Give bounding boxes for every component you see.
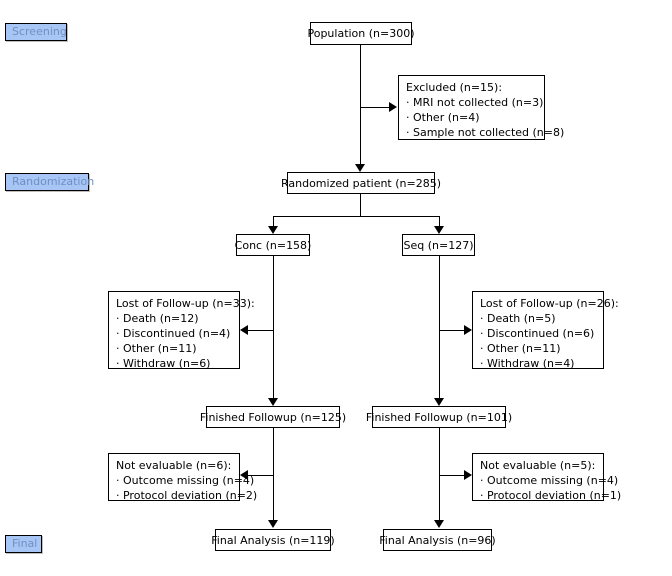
arrowhead-to-seq: [434, 226, 444, 234]
node-arm-seq[interactable]: Seq (n=127): [402, 234, 475, 256]
node-population[interactable]: Population (n=300): [307, 22, 415, 45]
node-noteval-left-heading: Not evaluable (n=6):: [116, 459, 232, 472]
connector-to-seq: [439, 216, 440, 226]
arrowhead-to-finished-right: [434, 398, 444, 406]
connector-seq-to-lost-right: [439, 330, 464, 331]
arrowhead-to-noteval-right: [464, 470, 472, 480]
node-lost-right-item-3: · Withdraw (n=4): [480, 357, 575, 370]
connector-to-noteval-left: [248, 475, 273, 476]
connector-finished-left-trunk: [273, 428, 274, 520]
arrowhead-to-final-right: [434, 520, 444, 528]
node-excluded-item-2: · Sample not collected (n=8): [406, 126, 565, 139]
arrowhead-to-excluded: [389, 102, 397, 112]
node-excluded-item-0: · MRI not collected (n=3): [406, 96, 544, 109]
node-lost-left-item-2: · Other (n=11): [116, 342, 197, 355]
arrowhead-to-randomized: [355, 164, 365, 172]
connector-to-noteval-right: [439, 475, 464, 476]
node-noteval-right-heading: Not evaluable (n=5):: [480, 459, 596, 472]
stage-label-final: Final: [5, 535, 42, 553]
connector-randomized-trunk: [360, 193, 361, 216]
node-lost-followup-left[interactable]: Lost of Follow-up (n=33): · Death (n=12)…: [108, 291, 255, 370]
node-final-analysis-left[interactable]: Final Analysis (n=119): [211, 529, 335, 551]
node-lost-left-heading: Lost of Follow-up (n=33):: [116, 297, 255, 310]
node-excluded-item-1: · Other (n=4): [406, 111, 480, 124]
node-lost-followup-right[interactable]: Lost of Follow-up (n=26): · Death (n=5) …: [472, 291, 619, 370]
connector-seq-trunk: [439, 256, 440, 398]
node-excluded[interactable]: Excluded (n=15): · MRI not collected (n=…: [398, 75, 565, 140]
connector-to-conc: [273, 216, 274, 226]
node-lost-right-heading: Lost of Follow-up (n=26):: [480, 297, 619, 310]
node-arm-conc[interactable]: Conc (n=158): [235, 234, 311, 256]
connector-conc-to-lost-left: [248, 330, 273, 331]
connector-arm-split: [273, 216, 439, 217]
node-noteval-left-item-1: · Protocol deviation (n=2): [116, 489, 258, 502]
node-lost-right-item-2: · Other (n=11): [480, 342, 561, 355]
connector-conc-trunk: [273, 256, 274, 398]
node-not-evaluable-left[interactable]: Not evaluable (n=6): · Outcome missing (…: [108, 453, 258, 502]
stage-label-randomization: Randomization: [5, 173, 94, 191]
stage-label-screening: Screening: [5, 23, 67, 41]
node-final-analysis-right[interactable]: Final Analysis (n=96): [379, 529, 496, 551]
node-excluded-heading: Excluded (n=15):: [406, 81, 503, 94]
node-not-evaluable-right[interactable]: Not evaluable (n=5): · Outcome missing (…: [472, 453, 622, 502]
connector-population-to-excluded: [360, 107, 389, 108]
arrowhead-to-conc: [268, 226, 278, 234]
node-lost-left-item-3: · Withdraw (n=6): [116, 357, 211, 370]
node-randomized[interactable]: Randomized patient (n=285): [281, 172, 441, 194]
node-finished-followup-right[interactable]: Finished Followup (n=101): [366, 406, 512, 428]
node-finished-followup-left[interactable]: Finished Followup (n=125): [200, 406, 346, 428]
node-lost-right-item-0: · Death (n=5): [480, 312, 556, 325]
arrowhead-to-lost-right: [464, 325, 472, 335]
connector-finished-right-trunk: [439, 428, 440, 520]
node-noteval-left-item-0: · Outcome missing (n=4): [116, 474, 255, 487]
node-noteval-right-item-0: · Outcome missing (n=4): [480, 474, 619, 487]
arrowhead-to-finished-left: [268, 398, 278, 406]
arrowhead-to-final-left: [268, 520, 278, 528]
connector-population-to-randomized: [360, 45, 361, 164]
node-lost-left-item-0: · Death (n=12): [116, 312, 199, 325]
node-lost-right-item-1: · Discontinued (n=6): [480, 327, 595, 340]
arrowhead-to-noteval-left: [240, 470, 248, 480]
arrowhead-to-lost-left: [240, 325, 248, 335]
node-noteval-right-item-1: · Protocol deviation (n=1): [480, 489, 622, 502]
node-lost-left-item-1: · Discontinued (n=4): [116, 327, 231, 340]
